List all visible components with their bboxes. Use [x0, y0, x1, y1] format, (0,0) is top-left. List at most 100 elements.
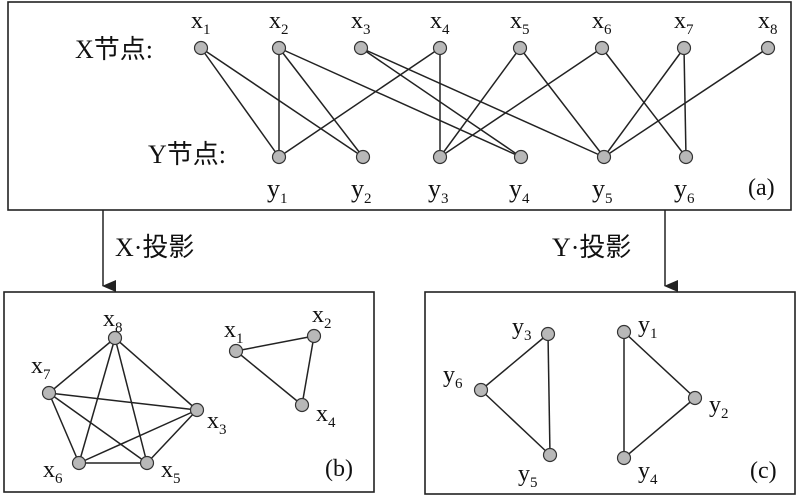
node-label-x1: x1	[191, 8, 211, 38]
panel-b-node-x4	[294, 397, 310, 413]
node-label-x7: x7	[674, 8, 694, 38]
panel-c-node-y5	[542, 447, 558, 463]
panel-c-tag: (c)	[750, 458, 777, 484]
panel-c-node-label-y5: y5	[518, 461, 538, 491]
node-label-x4: x4	[430, 8, 450, 38]
panel-b-node-x7	[41, 385, 57, 401]
panel-b-edge-x8-x6	[78, 337, 116, 464]
panel-c-node-label-y3: y3	[512, 314, 532, 344]
panel-b-node-label-x8: x8	[103, 306, 123, 336]
panel-c-nodes: y3 y6 y5 y1 y2 y4	[443, 312, 729, 491]
node-x5	[512, 40, 528, 56]
y-nodes-row-label: Y节点:	[148, 140, 226, 169]
projection-arrows: X·投影 Y·投影	[102, 210, 678, 292]
panel-b-node-x6	[71, 455, 87, 471]
panel-c-node-y6	[473, 382, 489, 398]
panel-a-edge-x8-y5	[603, 47, 769, 158]
panel-b-node-label-x7: x7	[31, 353, 51, 383]
panel-a-edge-x3-y4	[360, 47, 522, 158]
node-label-y2: y2	[351, 174, 372, 207]
panel-b-node-label-x5: x5	[161, 457, 181, 487]
panel-c-node-y1	[616, 324, 632, 340]
node-label-x6: x6	[592, 8, 612, 38]
panel-a-edge-x6-y3	[439, 47, 603, 158]
panel-c-edge-y2-y4	[623, 397, 696, 459]
node-x1	[193, 40, 209, 56]
panel-c-edge-y6-y5	[480, 389, 551, 456]
node-label-y6: y6	[674, 174, 695, 207]
panel-a-edge-x5-y5	[519, 47, 605, 158]
panel-c-edges	[480, 331, 696, 459]
node-x2	[271, 40, 287, 56]
panel-c-edge-y3-y5	[547, 333, 551, 456]
panel-c-node-label-y6: y6	[443, 362, 463, 392]
node-label-x3: x3	[351, 8, 371, 38]
node-x6	[594, 40, 610, 56]
node-y5	[596, 149, 612, 165]
panel-b-frame	[3, 291, 375, 493]
node-y6	[678, 149, 694, 165]
panel-b-node-x8	[107, 330, 123, 346]
panel-b-edge-x8-x7	[48, 337, 116, 394]
node-y4	[513, 149, 529, 165]
node-y2	[355, 149, 371, 165]
node-label-x2: x2	[269, 8, 289, 38]
panel-b-edges	[48, 335, 315, 464]
node-label-x5: x5	[510, 8, 530, 38]
panel-a-edge-x5-y3	[439, 47, 521, 158]
panel-a-edge-x1-y1	[200, 47, 280, 158]
panel-a-edge-x1-y2	[200, 47, 364, 158]
panel-b-edge-x3-x6	[78, 409, 198, 464]
panel-b-node-x3	[189, 402, 205, 418]
panel-a-tag: (a)	[748, 175, 775, 201]
node-label-y1: y1	[267, 174, 288, 207]
panel-b-node-label-x1: x1	[224, 317, 244, 347]
panel-c-node-label-y2: y2	[709, 392, 729, 422]
node-x4	[432, 40, 448, 56]
panel-c-edge-y3-y6	[480, 333, 549, 391]
panel-b-edge-x7-x6	[48, 392, 80, 464]
panel-b-edge-x7-x3	[48, 392, 198, 411]
panel-c-node-y2	[687, 390, 703, 406]
node-label-y4: y4	[509, 174, 530, 207]
node-y3	[432, 149, 448, 165]
panel-b-edge-x7-x5	[48, 392, 148, 464]
panel-c-node-y3	[540, 326, 556, 342]
panel-a-edge-x2-y4	[278, 47, 522, 158]
node-y1	[271, 149, 287, 165]
panel-b-edge-x8-x5	[114, 337, 148, 464]
panel-b-node-label-x6: x6	[43, 457, 63, 487]
panel-c-node-label-y1: y1	[638, 312, 658, 342]
node-x3	[353, 40, 369, 56]
panel-a-frame	[7, 1, 792, 211]
node-x7	[676, 40, 692, 56]
panel-a-edges	[200, 47, 769, 158]
panel-b-edge-x2-x4	[301, 335, 315, 406]
panel-b-tag: (b)	[325, 456, 353, 482]
x-projection-label: X·投影	[115, 233, 194, 262]
panel-b: (b) x8 x7 x3 x6 x5 x1 x2 x4	[3, 291, 375, 493]
panel-b-edge-x3-x5	[146, 409, 198, 464]
panel-a-edge-x2-y2	[278, 47, 364, 158]
panel-b-node-x5	[139, 455, 155, 471]
node-label-y5: y5	[592, 174, 613, 207]
panel-b-nodes: x8 x7 x3 x6 x5 x1 x2 x4	[31, 302, 336, 487]
panel-b-edge-x8-x3	[114, 337, 198, 411]
panel-b-edge-x1-x4	[235, 350, 303, 406]
panel-c-node-y4	[616, 450, 632, 466]
panel-a-edge-x4-y1	[278, 47, 441, 158]
node-x8	[760, 40, 776, 56]
panel-b-edge-x1-x2	[235, 335, 315, 352]
panel-b-node-label-x3: x3	[207, 408, 227, 438]
node-label-x8: x8	[758, 8, 778, 38]
panel-c-edge-y1-y2	[623, 331, 696, 399]
panel-b-node-label-x2: x2	[312, 302, 332, 332]
panel-b-node-x2	[306, 328, 322, 344]
panel-b-node-x1	[228, 343, 244, 359]
panel-b-node-label-x4: x4	[316, 401, 336, 431]
panel-c-node-label-y4: y4	[638, 458, 658, 488]
